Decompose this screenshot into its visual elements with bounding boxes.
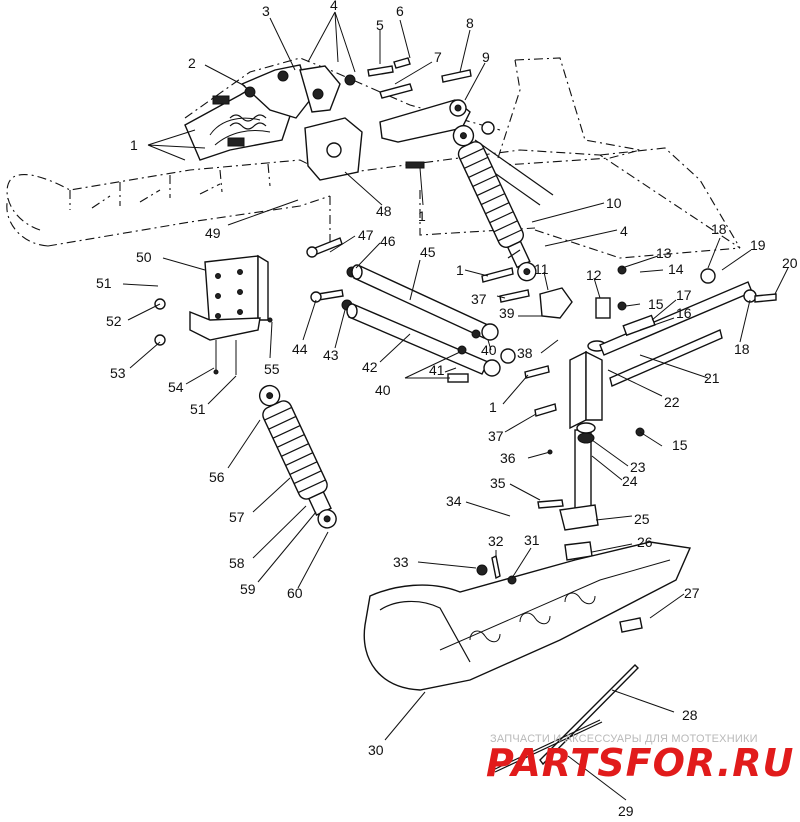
callout-23: 23 — [630, 459, 646, 475]
callout-20: 20 — [782, 255, 798, 271]
callout-51: 51 — [190, 401, 206, 417]
pivot-tubes — [346, 264, 516, 383]
callout-39: 39 — [499, 305, 515, 321]
ski-assembly — [363, 541, 692, 773]
callout-42: 42 — [362, 359, 378, 375]
callout-33: 33 — [393, 554, 409, 570]
callout-15: 15 — [672, 437, 688, 453]
callout-29: 29 — [618, 803, 634, 819]
callout-58: 58 — [229, 555, 245, 571]
callout-11: 11 — [534, 261, 549, 277]
callout-36: 36 — [500, 450, 516, 466]
callout-1: 1 — [456, 262, 464, 278]
callout-32: 32 — [488, 533, 504, 549]
callout-35: 35 — [490, 475, 506, 491]
callout-54: 54 — [168, 379, 184, 395]
callout-25: 25 — [634, 511, 650, 527]
callout-4: 4 — [330, 0, 338, 13]
callout-30: 30 — [368, 742, 384, 758]
callout-52: 52 — [106, 313, 122, 329]
callout-55: 55 — [264, 361, 280, 377]
callout-1: 1 — [130, 137, 138, 153]
watermark-brand: PARTSFOR.RU — [486, 741, 794, 785]
callout-48: 48 — [376, 203, 392, 219]
callout-21: 21 — [704, 370, 720, 386]
callout-41: 41 — [429, 362, 445, 378]
callout-56: 56 — [209, 469, 225, 485]
lower-shock-absorber — [258, 384, 337, 529]
callout-40: 40 — [375, 382, 391, 398]
callout-49: 49 — [205, 225, 221, 241]
callout-15: 15 — [648, 296, 664, 312]
callout-8: 8 — [466, 15, 474, 31]
callout-34: 34 — [446, 493, 462, 509]
callout-13: 13 — [656, 245, 672, 261]
callout-labels: 1 2 3 4 5 6 7 8 9 48 1 49 10 4 1 13 14 1… — [96, 0, 798, 819]
callout-57: 57 — [229, 509, 245, 525]
callout-6: 6 — [396, 3, 404, 19]
callout-9: 9 — [482, 49, 490, 65]
callout-45: 45 — [420, 244, 436, 260]
callout-3: 3 — [262, 3, 270, 19]
callout-37: 37 — [488, 428, 504, 444]
callout-2: 2 — [188, 55, 196, 71]
callout-26: 26 — [637, 534, 653, 550]
upper-bracket-assembly — [184, 57, 495, 181]
callout-40: 40 — [481, 342, 497, 358]
callout-14: 14 — [668, 261, 684, 277]
callout-1: 1 — [418, 208, 426, 224]
callout-27: 27 — [684, 585, 700, 601]
callout-47: 47 — [358, 227, 374, 243]
callout-46: 46 — [380, 233, 396, 249]
upper-shock-absorber — [452, 124, 554, 282]
watermark-caption: ЗАПЧАСТИ И АКСЕССУАРЫ ДЛЯ МОТОТЕХНИКИ — [490, 733, 758, 745]
callout-44: 44 — [292, 341, 308, 357]
callout-17: 17 — [676, 287, 692, 303]
callout-12: 12 — [586, 267, 602, 283]
callout-38: 38 — [517, 345, 533, 361]
callout-37: 37 — [471, 291, 487, 307]
callout-leaders — [122, 11, 789, 801]
callout-51: 51 — [96, 275, 112, 291]
callout-50: 50 — [136, 249, 152, 265]
callout-19: 19 — [750, 237, 766, 253]
callout-60: 60 — [287, 585, 303, 601]
callout-18: 18 — [711, 221, 727, 237]
callout-59: 59 — [240, 581, 256, 597]
callout-31: 31 — [524, 532, 540, 548]
callout-1: 1 — [489, 399, 497, 415]
callout-16: 16 — [676, 305, 692, 321]
watermark: ЗАПЧАСТИ И АКСЕССУАРЫ ДЛЯ МОТОТЕХНИКИ PA… — [486, 733, 794, 785]
callout-24: 24 — [622, 473, 638, 489]
callout-10: 10 — [606, 195, 622, 211]
mount-bracket-50 — [189, 254, 273, 375]
callout-18: 18 — [734, 341, 750, 357]
callout-43: 43 — [323, 347, 339, 363]
callout-4: 4 — [620, 223, 628, 239]
callout-7: 7 — [434, 49, 442, 65]
callout-5: 5 — [376, 17, 384, 33]
callout-53: 53 — [110, 365, 126, 381]
callout-28: 28 — [682, 707, 698, 723]
callout-22: 22 — [664, 394, 680, 410]
